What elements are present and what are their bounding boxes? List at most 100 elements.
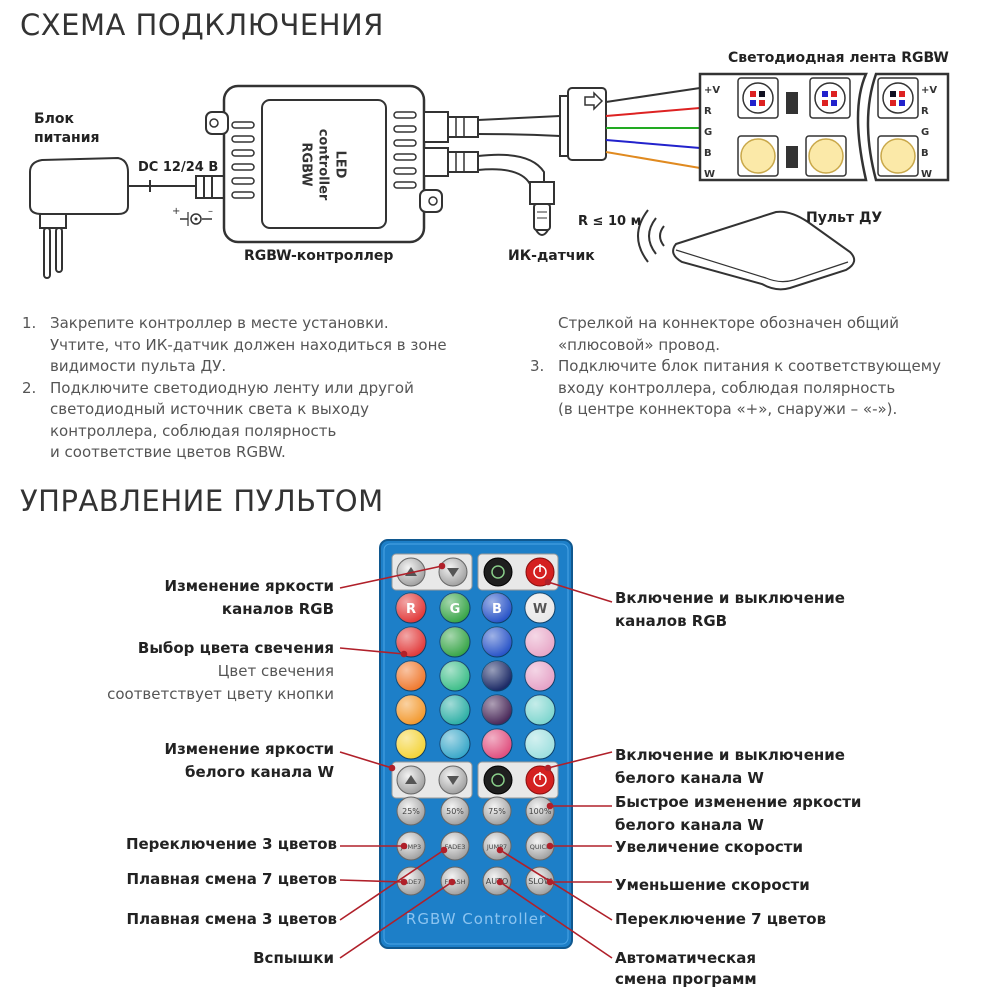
instruction-note: Стрелкой на коннекторе обозначен общий «… <box>530 313 990 356</box>
button-label: SLOW <box>528 877 552 886</box>
color-button[interactable] <box>439 728 471 760</box>
color-button[interactable] <box>481 626 513 658</box>
button-label: 100% <box>529 807 552 816</box>
instruction-number: 2. <box>22 378 37 397</box>
callout-text: белого канала W <box>615 769 764 787</box>
pin-label: G <box>704 127 713 138</box>
instruction-text: Подключите светодиодную ленту или другой… <box>50 378 414 462</box>
color-button[interactable] <box>481 694 513 726</box>
callout-text: Включение и выключение <box>615 589 845 607</box>
callout-white-brightness: Изменение яркости белого канала W <box>165 738 334 784</box>
pin-label: W <box>921 169 933 180</box>
callout-text: белого канала W <box>615 816 764 834</box>
strip-connector-icon <box>559 87 701 169</box>
ir-sensor-icon <box>529 181 555 236</box>
callout-text: Включение и выключение <box>615 746 845 764</box>
white-brightness-down-button[interactable] <box>438 765 468 795</box>
color-button[interactable] <box>524 728 556 760</box>
section-title-remote: УПРАВЛЕНИЕ ПУЛЬТОМ <box>20 484 384 518</box>
pin-label: G <box>921 127 930 138</box>
brightness-preset-button-50pct[interactable]: 50% <box>440 796 470 826</box>
callout-jump7: Переключение 7 цветов <box>615 910 827 928</box>
color-button[interactable] <box>439 694 471 726</box>
callout-flash: Вспышки <box>253 949 334 967</box>
dc-voltage-label: DC 12/24 В <box>138 160 219 175</box>
output-connector-icon <box>423 111 561 185</box>
controller-label: RGBW-контроллер <box>244 248 394 264</box>
color-button[interactable] <box>481 660 513 692</box>
color-button[interactable] <box>395 660 427 692</box>
pin-label: +V <box>921 85 938 96</box>
pin-label: R <box>921 106 929 117</box>
rgb-off-button[interactable] <box>483 557 513 587</box>
color-button[interactable] <box>481 728 513 760</box>
dc-plug-icon <box>195 175 225 199</box>
color-button[interactable] <box>524 694 556 726</box>
strip-label: Светодиодная лента RGBW <box>728 50 949 66</box>
mode-button-slow[interactable]: SLOW <box>525 866 555 896</box>
pin-label: R <box>704 106 712 117</box>
polarity-icon: + – <box>172 206 213 226</box>
color-button-w[interactable]: W <box>524 592 556 624</box>
color-button-label: B <box>492 602 502 617</box>
callout-auto: Автоматическая смена программ <box>615 948 757 990</box>
white-brightness-up-button[interactable] <box>396 765 426 795</box>
instruction-item: 1. Закрепите контроллер в месте установк… <box>22 313 522 378</box>
callout-text: каналов RGB <box>615 612 728 630</box>
section-title-connection: СХЕМА ПОДКЛЮЧЕНИЯ <box>20 8 384 42</box>
mode-button-fade7[interactable]: FADE7 <box>396 866 426 896</box>
callout-speed-down: Уменьшение скорости <box>615 876 810 894</box>
ir-sensor-label: ИК-датчик <box>508 248 595 264</box>
callout-lines <box>339 562 613 959</box>
callout-text: каналов RGB <box>221 600 334 618</box>
callout-fade7: Плавная смена 7 цветов <box>126 870 337 888</box>
pin-label: W <box>704 169 716 180</box>
mode-button-fade3[interactable]: FADE3 <box>440 831 470 861</box>
callout-text: смена программ <box>615 970 757 988</box>
white-off-button[interactable] <box>483 765 513 795</box>
svg-text:+: + <box>172 206 180 217</box>
color-button[interactable] <box>395 728 427 760</box>
strip-pins-right: +V R G B W <box>704 80 720 185</box>
color-button[interactable] <box>439 660 471 692</box>
remote-brand-text: RGBW Controller <box>406 910 546 928</box>
mode-button-jump7[interactable]: JUMP7 <box>482 831 512 861</box>
callout-color-select: Выбор цвета свечения Цвет свечения соотв… <box>107 637 334 706</box>
color-button[interactable] <box>524 626 556 658</box>
callout-subtext: соответствует цвету кнопки <box>107 685 334 703</box>
brightness-preset-button-100pct[interactable]: 100% <box>525 796 555 826</box>
instruction-note-text: Стрелкой на коннекторе обозначен общий «… <box>558 314 899 354</box>
button-label: 75% <box>488 807 506 816</box>
color-button[interactable] <box>524 660 556 692</box>
color-button-r[interactable]: R <box>395 592 427 624</box>
color-button-label: R <box>406 602 416 617</box>
button-label: QUICK <box>530 843 551 851</box>
white-on-button[interactable] <box>525 765 555 795</box>
color-button-b[interactable]: B <box>481 592 513 624</box>
color-button-label: W <box>533 602 547 617</box>
pin-label: B <box>921 148 929 159</box>
button-label: JUMP3 <box>400 843 421 851</box>
brightness-preset-button-75pct[interactable]: 75% <box>482 796 512 826</box>
rgb-brightness-down-button[interactable] <box>438 557 468 587</box>
color-button[interactable] <box>439 626 471 658</box>
callout-speed-up: Увеличение скорости <box>615 838 803 856</box>
remote-control-icon <box>672 210 856 291</box>
callout-text: Изменение яркости <box>164 577 334 595</box>
callout-text: белого канала W <box>185 763 334 781</box>
button-label: JUMP7 <box>486 843 507 851</box>
callout-quick-white: Быстрое изменение яркости белого канала … <box>615 791 861 837</box>
callout-text: Выбор цвета свечения <box>137 639 334 657</box>
power-supply-icon <box>29 156 200 279</box>
brightness-preset-button-25pct[interactable]: 25% <box>396 796 426 826</box>
color-button[interactable] <box>395 694 427 726</box>
range-label: R ≤ 10 м <box>578 214 642 229</box>
instruction-text: Подключите блок питания к соответствующе… <box>558 357 941 418</box>
color-button[interactable] <box>395 626 427 658</box>
instruction-text: Закрепите контроллер в месте установки. … <box>50 314 447 375</box>
callout-text: Автоматическая <box>615 949 756 967</box>
callout-jump3: Переключение 3 цветов <box>125 835 337 853</box>
callout-rgb-onoff: Включение и выключение каналов RGB <box>615 587 845 633</box>
color-button-g[interactable]: G <box>439 592 471 624</box>
callout-text: Изменение яркости <box>164 740 334 758</box>
